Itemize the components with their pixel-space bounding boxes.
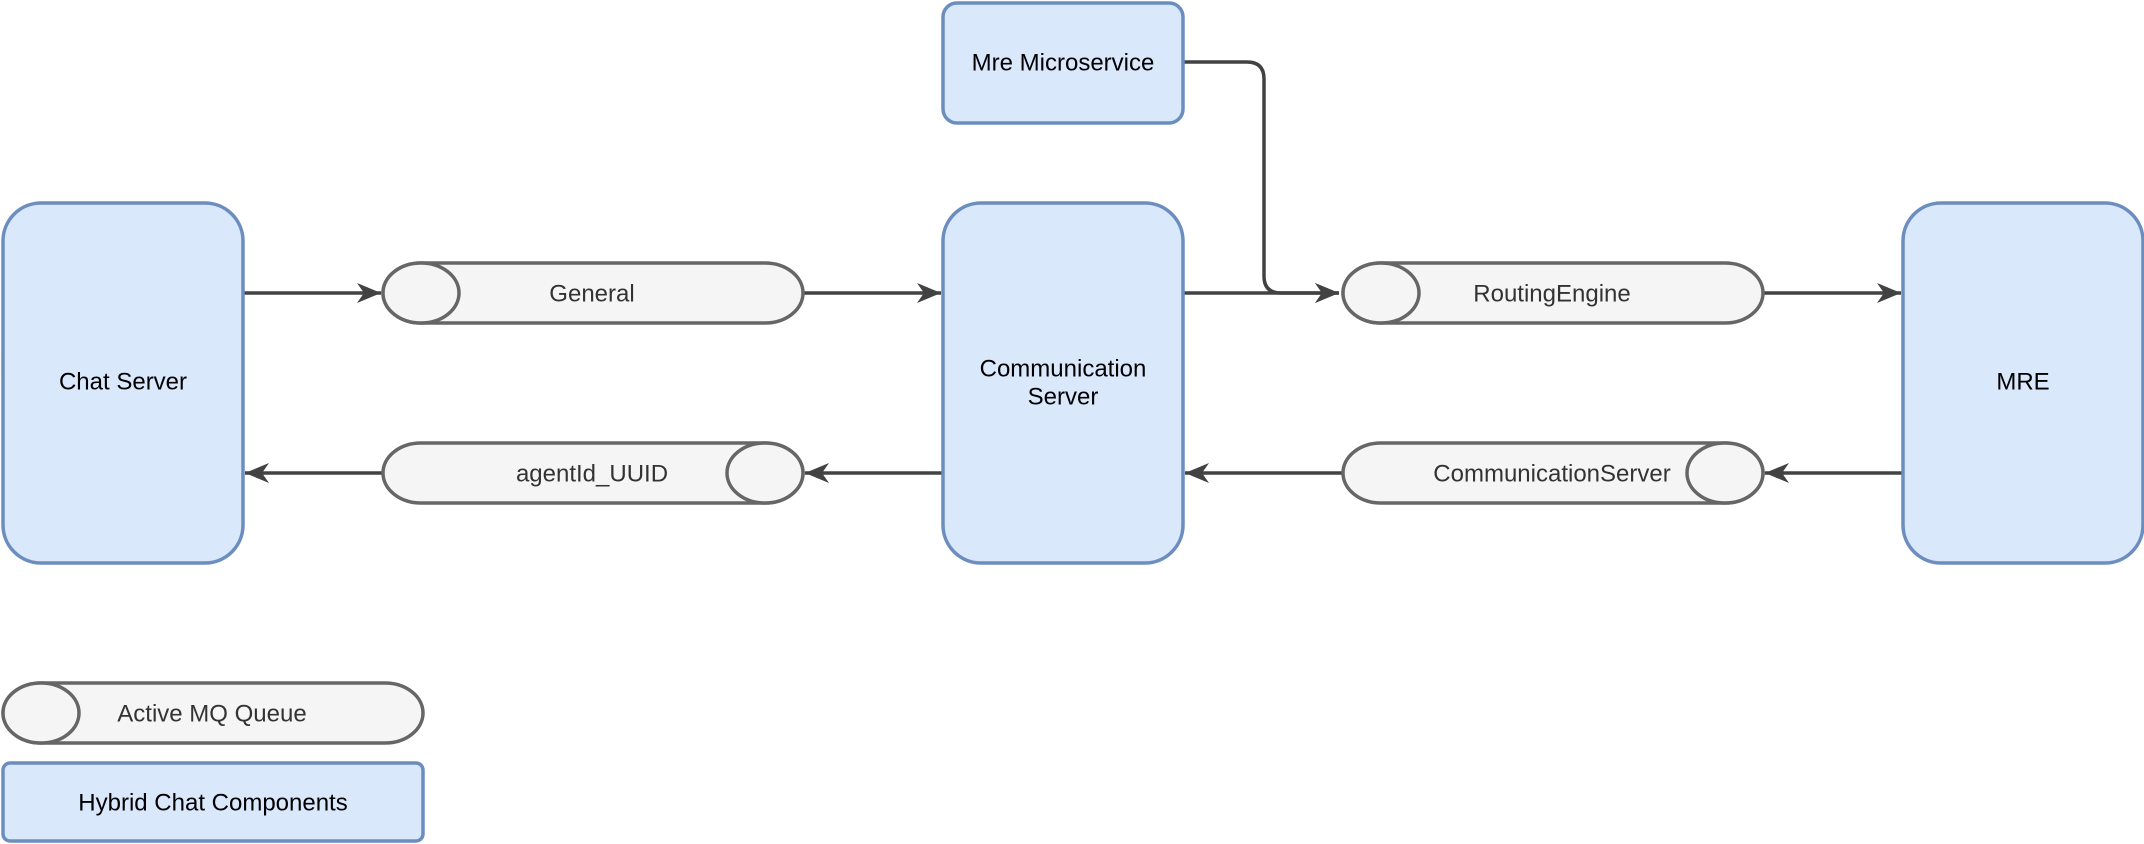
legend-component-label: Hybrid Chat Components — [78, 789, 347, 816]
communication-server-box — [941, 201, 1185, 565]
legend-component-box — [1, 761, 425, 843]
cylinder-cap-icon — [1, 681, 81, 745]
agentid-queue: agentId_UUID — [381, 441, 805, 505]
legend-queue-label: Active MQ Queue — [117, 700, 306, 727]
edges — [243, 60, 1903, 483]
general-queue: General — [381, 261, 805, 325]
mre-microservice-label: Mre Microservice — [972, 49, 1155, 76]
communicationserver-queue-label: CommunicationServer — [1433, 460, 1670, 487]
cylinder-cap-icon — [725, 441, 805, 505]
legend: Active MQ Queue Hybrid Chat Components — [1, 681, 425, 843]
chat-server-box — [1, 201, 245, 565]
chat-server-node: Chat Server — [1, 201, 245, 565]
mre-label: MRE — [1996, 368, 2049, 395]
communication-server-label-line1: Communication — [980, 355, 1147, 382]
mre-microservice-box — [941, 1, 1185, 125]
cylinder-cap-icon — [1341, 261, 1421, 325]
legend-component-item: Hybrid Chat Components — [1, 761, 425, 843]
general-queue-label: General — [549, 280, 634, 307]
communication-server-label-line2: Server — [1028, 383, 1099, 410]
edge-mre-microservice-to-routing-engine — [1183, 60, 1339, 303]
legend-queue-item: Active MQ Queue — [1, 681, 425, 745]
mre-microservice-node: Mre Microservice — [941, 1, 1185, 125]
communicationserver-queue: CommunicationServer — [1341, 441, 1765, 505]
routing-engine-queue-label: RoutingEngine — [1473, 280, 1630, 307]
mre-box — [1901, 201, 2144, 565]
chat-server-label: Chat Server — [59, 368, 187, 395]
agentid-queue-label: agentId_UUID — [516, 460, 668, 487]
mre-node: MRE — [1901, 201, 2144, 565]
routing-engine-queue: RoutingEngine — [1341, 261, 1765, 325]
cylinder-cap-icon — [381, 261, 461, 325]
cylinder-cap-icon — [1685, 441, 1765, 505]
communication-server-node: Communication Server — [941, 201, 1185, 565]
